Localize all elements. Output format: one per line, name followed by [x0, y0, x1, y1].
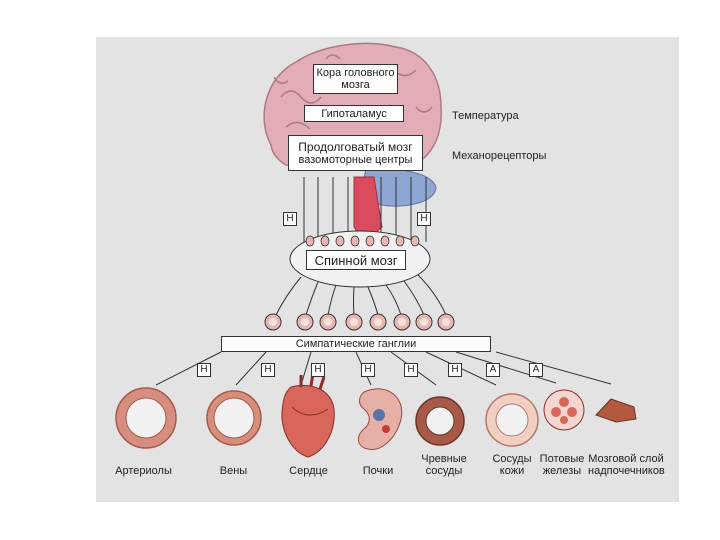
diagram-panel: Кора головного мозга Гипоталамус Продолг…: [96, 37, 679, 502]
organ-label-heart: Сердце: [289, 465, 328, 477]
hypothalamus-box: Гипоталамус: [304, 105, 404, 122]
ganglia-bar: Симпатические ганглии: [221, 336, 491, 352]
neuron-tag-heart: Н: [311, 363, 325, 377]
sweat-glands-illustration: [543, 389, 585, 431]
neuron-tag-adrenal: А: [529, 363, 543, 377]
organ-label-veins: Вены: [219, 465, 248, 477]
ganglia-label: Симпатические ганглии: [295, 338, 417, 350]
organ-label-celiac: Чревные сосуды: [421, 453, 467, 477]
hypothalamus-label: Гипоталамус: [321, 107, 387, 120]
neuron-tag-kidneys: Н: [361, 363, 375, 377]
neuron-tag-celiac: Н: [404, 363, 418, 377]
spinal-cord-label: Спинной мозг: [314, 252, 398, 268]
adrenal-medulla-illustration: [595, 398, 637, 423]
organ-label-skin: Сосуды кожи: [492, 453, 532, 477]
arterioles-ring: [115, 387, 177, 449]
organ-label-arterioles: Артериолы: [115, 465, 172, 477]
brain-folds: [273, 54, 433, 130]
medulla-box: Продолговатый мозг вазомоторные центры: [288, 135, 423, 171]
neuron-tag-sweat: А: [486, 363, 500, 377]
neuron-tag-upper-left: Н: [283, 212, 297, 226]
medulla-subtitle: вазомоторные центры: [298, 154, 413, 166]
skin-vessels-ring: [485, 393, 539, 447]
cortex-label: Кора головного мозга: [316, 67, 395, 91]
kidney-illustration: [358, 388, 403, 450]
veins-ring: [206, 390, 262, 446]
mechanoreceptors-label: Механорецепторы: [452, 150, 547, 162]
spinal-neurons: [305, 235, 420, 247]
neuron-tag-upper-right: Н: [417, 212, 431, 226]
preganglionic-fibres: [275, 274, 447, 316]
neuron-tag-skin: Н: [448, 363, 462, 377]
neuron-tag-arterioles: Н: [197, 363, 211, 377]
ganglion-cells: [264, 313, 455, 331]
neuron-tag-veins: Н: [261, 363, 275, 377]
cortex-box: Кора головного мозга: [313, 64, 398, 94]
celiac-vessels-ring: [415, 396, 465, 446]
temperature-label: Температура: [452, 110, 519, 122]
organ-label-adrenal: Мозговой слой надпочечников: [588, 453, 665, 477]
organ-label-sweat: Потовые железы: [539, 453, 585, 477]
organ-label-kidneys: Почки: [362, 465, 394, 477]
heart-illustration: [281, 372, 335, 458]
spinal-cord-box: Спинной мозг: [306, 250, 406, 270]
medulla-title: Продолговатый мозг: [298, 140, 413, 154]
